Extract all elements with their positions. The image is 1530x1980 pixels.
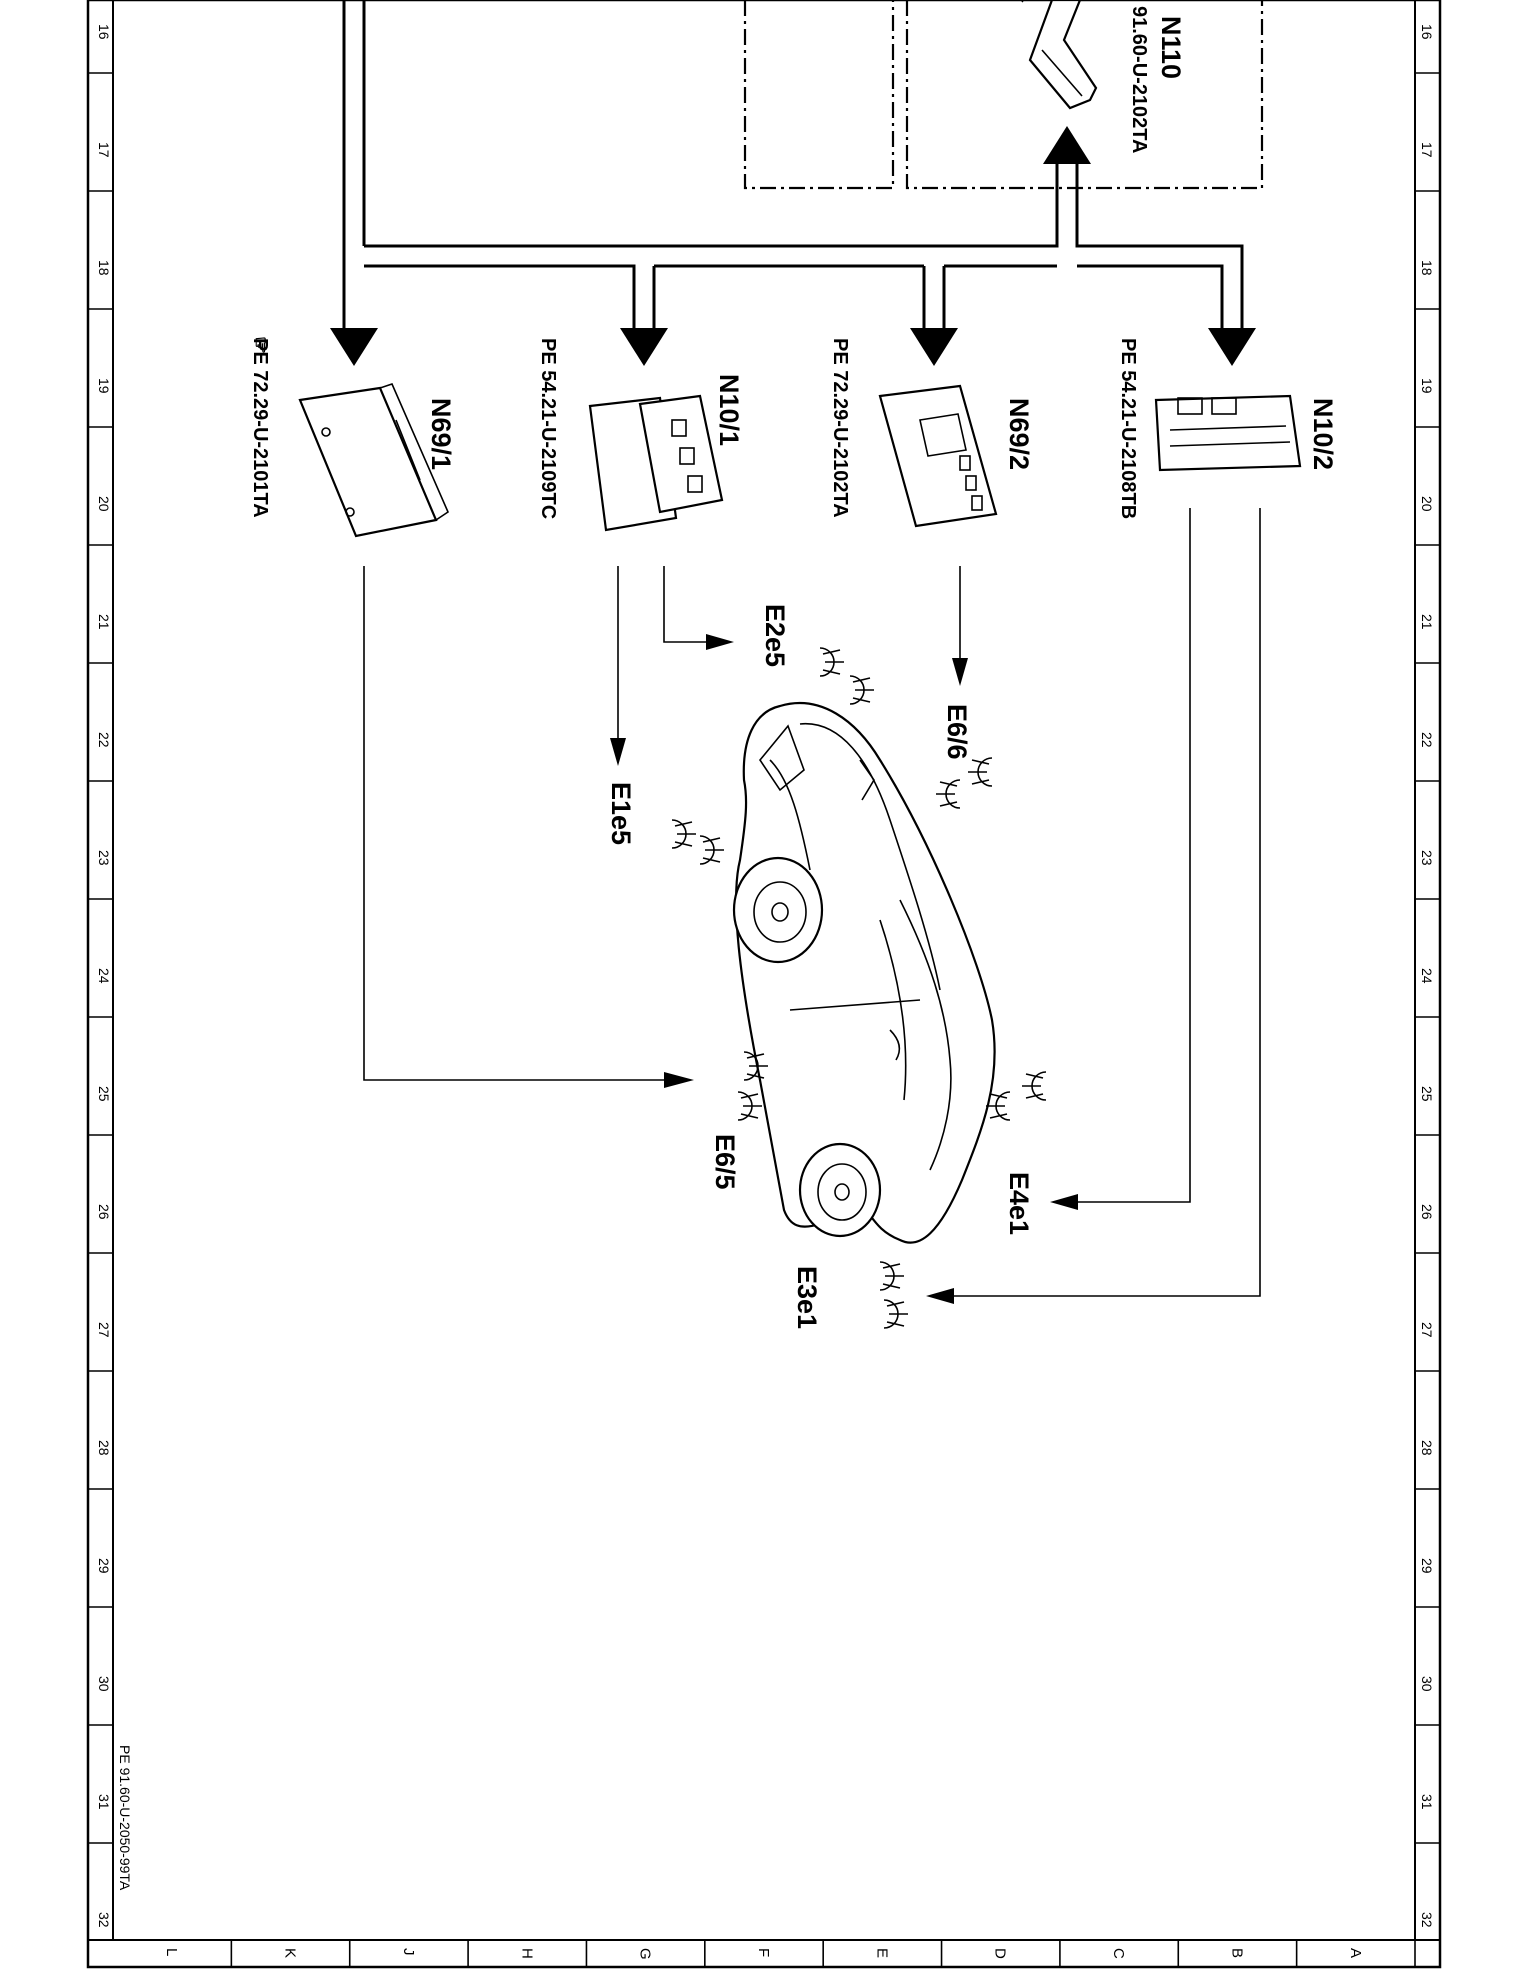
n69-1-ref: PE 72.29-U-2101TA <box>249 338 271 518</box>
column-letter: A <box>1347 1948 1364 1958</box>
lamp-e3e1-label: E3e1 <box>792 1266 822 1329</box>
row-number-right: 21 <box>1419 614 1435 630</box>
row-number-left: 24 <box>96 968 112 984</box>
row-number-right: 27 <box>1419 1322 1435 1338</box>
row-number-left: 32 <box>96 1912 112 1928</box>
can-bus-lines <box>342 0 1244 330</box>
row-number-right: 19 <box>1419 378 1435 394</box>
lamp-e6-5-label: E6/5 <box>710 1134 740 1190</box>
column-letter: C <box>1110 1948 1127 1959</box>
n110-ref: 91.60-U-2102TA <box>1128 6 1150 153</box>
document-reference: PE 91.60-U-2050-99TA <box>117 1745 133 1891</box>
n110-code: N110 <box>1156 16 1186 79</box>
n69-1-device-icon <box>298 383 450 538</box>
column-letter: G <box>637 1948 654 1960</box>
arrow-to-n69-1 <box>330 328 378 366</box>
row-number-left: 16 <box>96 24 112 40</box>
lamp-e4e1-label: E4e1 <box>1004 1172 1034 1235</box>
row-number-left: 18 <box>96 260 112 276</box>
row-number-labels: 16 16 17 17 18 18 19 19 20 20 21 21 22 22 23 23 24 24 25 25… <box>96 24 1435 1928</box>
column-letter: F <box>755 1948 772 1957</box>
row-number-left: 27 <box>96 1322 112 1338</box>
column-letter: L <box>163 1948 180 1956</box>
n69-2-code: N69/2 <box>1004 398 1034 470</box>
row-number-right: 30 <box>1419 1676 1435 1692</box>
arrow-to-n10-2 <box>1208 328 1256 366</box>
row-number-right: 24 <box>1419 968 1435 984</box>
output-wires <box>363 508 1261 1304</box>
n69-1-ref-icon: ☞ <box>249 336 271 354</box>
row-number-right: 31 <box>1419 1794 1435 1810</box>
column-letter: B <box>1228 1948 1245 1958</box>
column-letter: J <box>400 1948 417 1956</box>
row-number-left: 25 <box>96 1086 112 1102</box>
row-number-right: 32 <box>1419 1912 1435 1928</box>
n10-2-code: N10/2 <box>1308 398 1338 470</box>
row-number-right: 16 <box>1419 24 1435 40</box>
n10-1-ref: PE 54.21-U-2109TC <box>537 338 559 519</box>
lamp-e2e5-label: E2e5 <box>760 604 790 667</box>
n110-enclosure <box>743 0 1264 190</box>
arrow-to-n69-2 <box>910 328 958 366</box>
lamp-e1e5-label: E1e5 <box>606 782 636 845</box>
n10-1-code: N10/1 <box>714 374 744 446</box>
column-letter: E <box>873 1948 890 1958</box>
bus-arrowheads <box>330 126 1256 366</box>
row-number-right: 17 <box>1419 142 1435 158</box>
arrow-to-n110 <box>1043 126 1091 164</box>
row-number-right: 22 <box>1419 732 1435 748</box>
row-number-right: 25 <box>1419 1086 1435 1102</box>
n69-1-code: N69/1 <box>426 398 456 470</box>
row-number-left: 31 <box>96 1794 112 1810</box>
row-number-left: 20 <box>96 496 112 512</box>
row-number-left: 29 <box>96 1558 112 1574</box>
row-tick-marks-right <box>1415 72 1440 1844</box>
n69-2-ref: PE 72.29-U-2102TA <box>829 338 851 518</box>
row-number-left: 22 <box>96 732 112 748</box>
n110-device-icon <box>1021 0 1098 110</box>
arrow-to-n10-1 <box>620 328 668 366</box>
n10-2-ref: PE 54.21-U-2108TB <box>1117 338 1139 519</box>
row-number-right: 28 <box>1419 1440 1435 1456</box>
column-tick-marks <box>230 1940 1416 1967</box>
column-letter: D <box>992 1948 1009 1959</box>
drawing-frame <box>86 0 1442 1969</box>
row-number-left: 26 <box>96 1204 112 1220</box>
row-tick-marks-left <box>88 72 113 1844</box>
n69-2-device-icon <box>878 384 998 528</box>
column-letter: H <box>518 1948 535 1959</box>
row-number-left: 19 <box>96 378 112 394</box>
row-number-left: 17 <box>96 142 112 158</box>
vehicle-illustration <box>732 701 996 1244</box>
row-number-left: 28 <box>96 1440 112 1456</box>
row-number-right: 29 <box>1419 1558 1435 1574</box>
column-letter: K <box>282 1948 299 1958</box>
n10-1-device-icon <box>588 394 724 532</box>
row-number-right: 26 <box>1419 1204 1435 1220</box>
row-number-right: 23 <box>1419 850 1435 866</box>
lamp-e6-6-label: E6/6 <box>942 704 972 760</box>
row-number-right: 20 <box>1419 496 1435 512</box>
row-number-right: 18 <box>1419 260 1435 276</box>
row-number-left: 23 <box>96 850 112 866</box>
n10-2-device-icon <box>1154 394 1302 472</box>
row-number-left: 21 <box>96 614 112 630</box>
row-number-left: 30 <box>96 1676 112 1692</box>
